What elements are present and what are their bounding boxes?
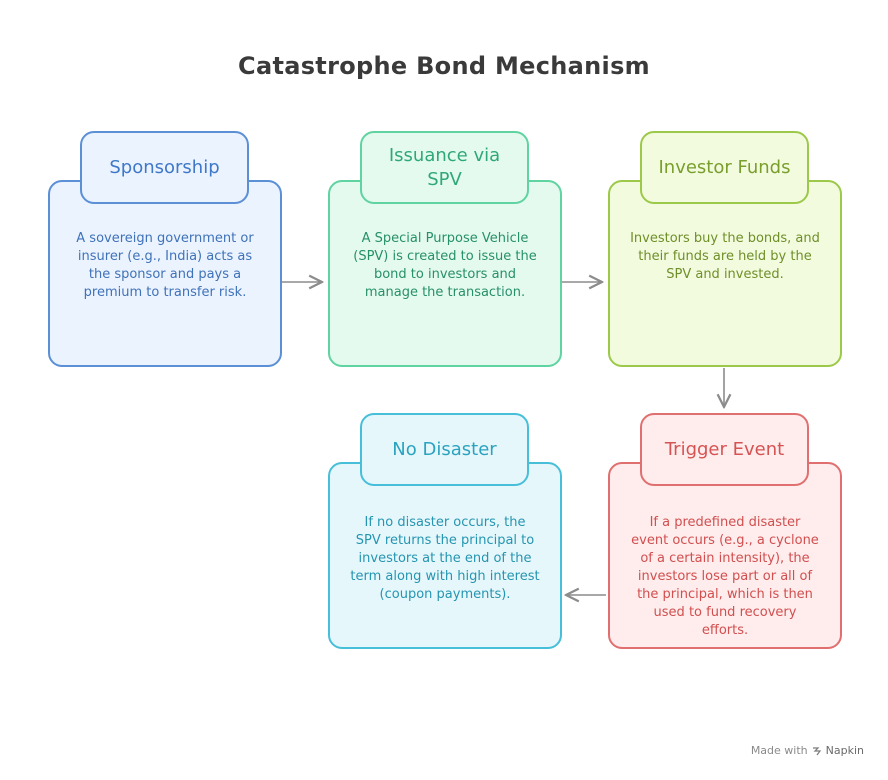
sponsorship-header: Sponsorship xyxy=(80,131,249,204)
investor-funds-header: Investor Funds xyxy=(640,131,809,204)
trigger-event-title: Trigger Event xyxy=(664,438,785,460)
investor-funds-description: Investors buy the bonds, and their funds… xyxy=(630,231,820,282)
trigger-event-card xyxy=(608,462,842,649)
issuance-title: Issuance via SPV xyxy=(388,144,501,190)
trigger-event-description: If a predefined disaster event occurs (e… xyxy=(631,515,819,638)
investor-funds-card xyxy=(608,180,842,367)
sponsorship-description: A sovereign government or insurer (e.g.,… xyxy=(76,231,254,300)
napkin-logo-icon xyxy=(812,746,821,755)
issuance-header: Issuance via SPV xyxy=(360,131,529,204)
diagram-title: Catastrophe Bond Mechanism xyxy=(238,52,650,80)
no-disaster-title: No Disaster xyxy=(392,438,497,460)
no-disaster-description: If no disaster occurs, the SPV returns t… xyxy=(350,515,540,602)
no-disaster-header: No Disaster xyxy=(360,413,529,486)
investor-funds-title: Investor Funds xyxy=(658,156,791,178)
no-disaster-card xyxy=(328,462,562,649)
watermark-prefix: Made with xyxy=(750,744,808,757)
issuance-description: A Special Purpose Vehicle (SPV) is creat… xyxy=(353,231,537,300)
sponsorship-title: Sponsorship xyxy=(109,156,220,178)
watermark: Made with Napkin xyxy=(751,744,864,757)
trigger-event-header: Trigger Event xyxy=(640,413,809,486)
sponsorship-card xyxy=(48,180,282,367)
watermark-brand: Napkin xyxy=(825,744,864,757)
